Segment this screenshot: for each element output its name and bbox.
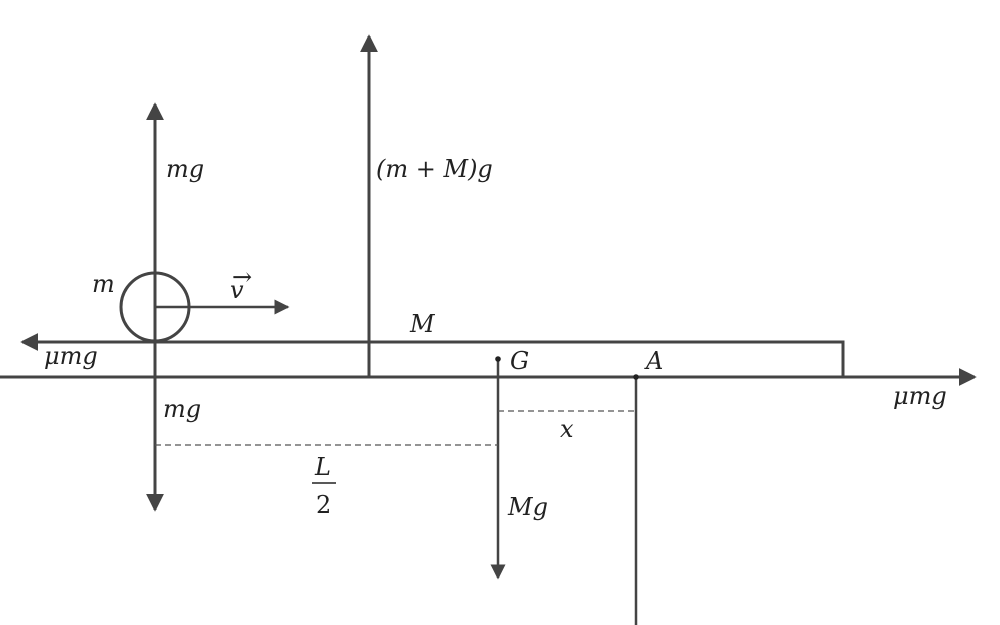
label-mass-m: m — [92, 270, 115, 298]
label-mg-down: mg — [163, 395, 201, 423]
point-G-dot — [495, 356, 501, 362]
label-point-G: G — [510, 347, 529, 375]
velocity-vector-mark: → — [232, 263, 252, 291]
label-half-length-den: 2 — [316, 491, 331, 519]
label-mass-M: M — [409, 310, 436, 338]
label-friction-right: μmg — [893, 382, 947, 410]
label-velocity: v — [230, 276, 244, 304]
label-half-length-num: L — [314, 453, 331, 481]
plank-M — [155, 340, 845, 377]
point-A-dot — [633, 374, 639, 380]
label-point-A: A — [644, 347, 663, 375]
label-friction-left: μmg — [44, 342, 98, 370]
label-normal-force: (m + M)g — [376, 155, 493, 183]
label-distance-x: x — [560, 415, 574, 443]
label-mg-up: mg — [166, 155, 204, 183]
label-weight-Mg: Mg — [507, 493, 548, 521]
